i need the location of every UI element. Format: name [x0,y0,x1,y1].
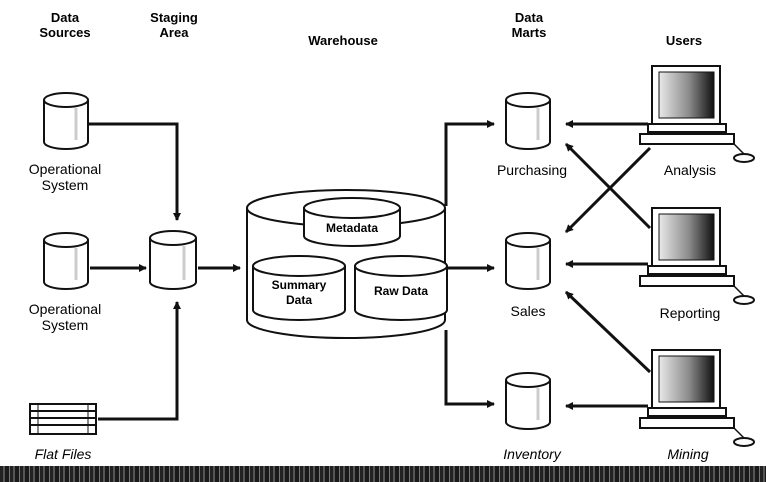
mining-computer-icon [639,349,755,447]
arrow-warehouse-to-inventory [444,330,495,408]
header-users: Users [666,33,702,48]
operational-system-2-cylinder [43,232,89,290]
raw-data-cylinder [354,255,448,321]
flat-files-icon [29,403,97,435]
analysis-computer-icon [639,65,755,163]
header-staging-area-1: Staging [150,10,198,25]
flat-files-label: Flat Files [35,446,92,462]
header-data-marts-2: Marts [512,25,547,40]
staging-area-cylinder [149,230,197,290]
header-staging-area-2: Area [160,25,190,40]
inventory-cylinder [505,372,551,430]
scan-noise-strip [0,466,766,482]
sales-cylinder [505,232,551,290]
mining-label: Mining [667,446,708,462]
operational-system-2-label-1: Operational [29,301,101,317]
arrow-reporting-to-purchasing [564,142,652,230]
arrow-os1-to-staging [88,122,181,221]
header-data-sources-1: Data [51,10,80,25]
arrow-flatfiles-to-staging [98,301,181,421]
raw-data-label: Raw Data [374,284,428,298]
operational-system-1-label-2: System [42,177,89,193]
arrow-analysis-to-sales [564,146,652,234]
purchasing-cylinder [505,92,551,150]
summary-data-cylinder [252,255,346,321]
reporting-computer-icon [639,207,755,305]
inventory-label: Inventory [503,446,562,462]
arrow-mining-to-sales [564,290,652,374]
header-warehouse: Warehouse [308,33,378,48]
purchasing-label: Purchasing [497,162,567,178]
summary-data-label-1: Summary [272,278,327,292]
metadata-cylinder [303,197,401,247]
sales-label: Sales [510,303,545,319]
operational-system-2-label-2: System [42,317,89,333]
arrow-warehouse-to-purchasing [444,120,495,206]
operational-system-1-cylinder [43,92,89,150]
summary-data-label-2: Data [286,293,312,307]
analysis-label: Analysis [664,162,716,178]
header-data-marts-1: Data [515,10,544,25]
metadata-label: Metadata [326,221,378,235]
operational-system-1-label-1: Operational [29,161,101,177]
header-data-sources-2: Sources [39,25,90,40]
reporting-label: Reporting [660,305,721,321]
